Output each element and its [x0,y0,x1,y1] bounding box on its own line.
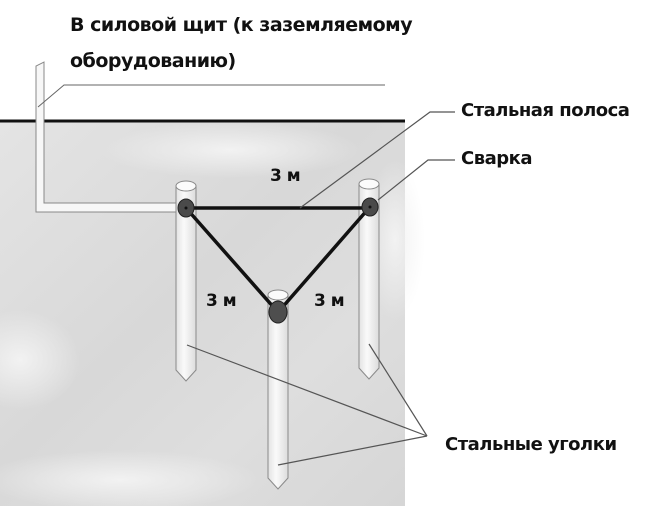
angles-leader-middle [277,435,428,466]
weld-leader [377,159,455,201]
callout-steel-strip: Стальная полоса [461,100,630,121]
angles-leader-left [186,344,428,437]
callout-steel-angles: Стальные уголки [445,434,617,455]
weld-icon [268,300,288,324]
steel-strip [184,206,371,312]
weld-points [177,197,379,324]
ground-area [0,121,425,506]
steel-angle-pole-right [358,178,380,380]
callout-weld: Сварка [461,148,533,169]
dimension-left: 3 м [206,291,237,311]
title-line-1: В силовой щит (к заземляемому [70,14,413,36]
title-leader-line [37,84,385,108]
steel-angle-pole-middle [267,289,289,490]
steel-angle-pole-left [175,180,197,382]
dimension-right: 3 м [314,291,345,311]
dimension-top: 3 м [270,166,301,186]
title-line-2: оборудованию) [70,50,236,72]
steel-strip-leader [299,111,455,209]
callout-leaders [186,111,455,466]
angles-leader-right [368,343,428,437]
